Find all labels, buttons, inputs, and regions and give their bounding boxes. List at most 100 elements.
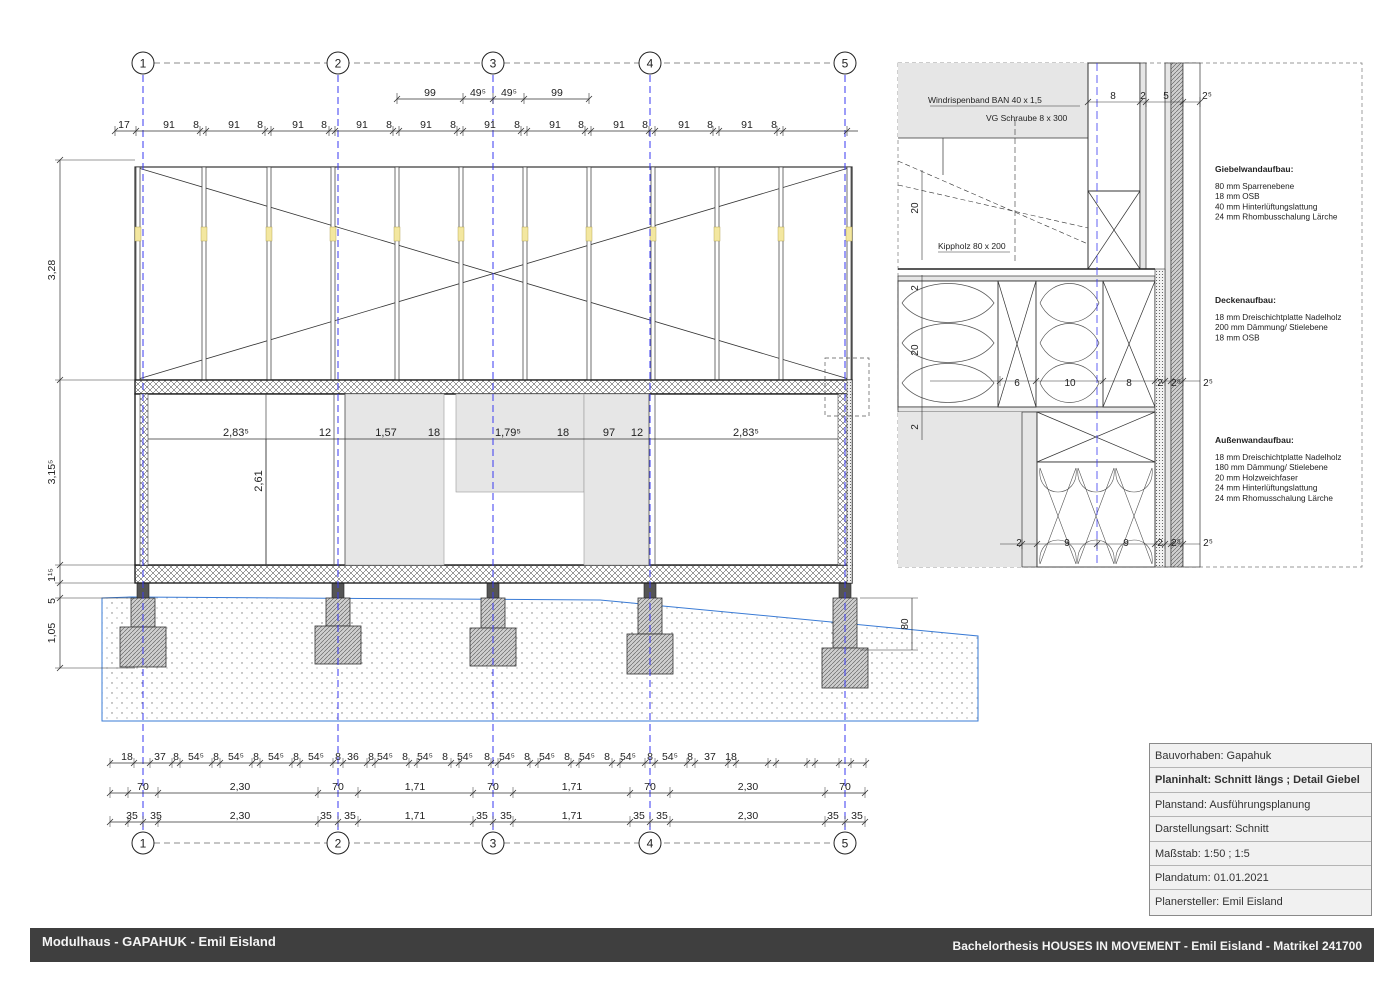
- insulation-loop: [1039, 363, 1100, 403]
- pier-column: [325, 597, 351, 627]
- axis-label: 3: [490, 837, 497, 851]
- rafter: [394, 166, 400, 381]
- bottom-dim-label: 54⁵: [620, 751, 636, 763]
- rafter: [714, 166, 720, 381]
- module-room: [134, 379, 853, 584]
- top-dim-label: 91: [741, 119, 753, 131]
- bottom-dim-label: 2,30: [230, 810, 251, 822]
- top-dim-label: 91: [420, 119, 432, 131]
- bottom-dim-label: 54⁵: [268, 751, 284, 763]
- bottom-dim-label: 1,71: [405, 810, 426, 822]
- legend-line: 40 mm Hinterlüftungslattung: [1215, 202, 1318, 211]
- bottom-dim-label: 37: [704, 751, 716, 763]
- rafter: [586, 166, 592, 381]
- foundation-footings: [119, 582, 869, 689]
- legend-line: 24 mm Hinterlüftungslattung: [1215, 484, 1318, 493]
- top-dim-label: 91: [678, 119, 690, 131]
- bottom-dim-label: 35: [320, 810, 332, 822]
- top-dim-label: 8: [257, 119, 263, 131]
- top-dim-label: 8: [450, 119, 456, 131]
- top-dim-label: 49⁵: [470, 87, 486, 99]
- bottom-dim-label: 70: [332, 781, 344, 793]
- rafter: [458, 166, 464, 381]
- bottom-dim-label: 35: [150, 810, 162, 822]
- bottom-dim-label: 8: [293, 751, 299, 763]
- tb-planersteller: Planersteller: Emil Eisland: [1150, 890, 1371, 915]
- legend-title: Giebelwandaufbau:: [1215, 164, 1294, 174]
- detail-dim-label: 9: [1123, 538, 1129, 549]
- purlin-block: [393, 226, 401, 242]
- interior-height-dim: 2,61: [253, 470, 265, 491]
- bottom-dim-label: 70: [839, 781, 851, 793]
- interior-dim: 2,83⁵: [223, 427, 249, 439]
- top-dim-label: 8: [386, 119, 392, 131]
- axis-label: 4: [647, 837, 654, 851]
- tb-darstellungsart: Darstellungsart: Schnitt: [1150, 817, 1371, 842]
- rafter: [778, 166, 784, 381]
- top-dim-label: 8: [642, 119, 648, 131]
- bottom-dim-label: 35: [633, 810, 645, 822]
- insulation-loop: [901, 323, 995, 363]
- top-dim-label: 91: [356, 119, 368, 131]
- detail-dim-label: 2: [1140, 91, 1146, 102]
- rafters: [134, 166, 853, 381]
- footer-bar: Modulhaus - GAPAHUK - Emil Eisland Bache…: [30, 928, 1374, 962]
- footer-thesis-info: Bachelorthesis HOUSES IN MOVEMENT - Emil…: [952, 939, 1362, 953]
- axis-bubble: [131, 831, 155, 855]
- detail-dim-label: 9: [1064, 538, 1070, 549]
- tb-bauvorhaben: Bauvorhaben: Gapahuk: [1150, 744, 1371, 769]
- axis-bubble: [638, 51, 662, 75]
- bottom-dim-label: 8: [647, 751, 653, 763]
- axis-label: 2: [335, 837, 342, 851]
- axis-bubble: [131, 51, 155, 75]
- footing: [314, 625, 362, 665]
- axis-bubble: [326, 831, 350, 855]
- top-dim-label: 91: [484, 119, 496, 131]
- tb-plandatum: Plandatum: 01.01.2021: [1150, 865, 1371, 891]
- detail-dim-label: 2: [1157, 538, 1163, 549]
- top-dim-label: 91: [613, 119, 625, 131]
- insulation-loop: [901, 363, 995, 403]
- interior-dim: 18: [428, 427, 440, 439]
- bottom-dim-label: 37: [154, 751, 166, 763]
- pier-column: [130, 597, 156, 628]
- top-dim-label: 8: [771, 119, 777, 131]
- top-dim-label: 8: [514, 119, 520, 131]
- axis-bubble: [326, 51, 350, 75]
- interior-dim: 2,83⁵: [733, 427, 759, 439]
- purlin-block: [845, 226, 853, 242]
- axis-bubble: [481, 51, 505, 75]
- detail-dim-label: 2⁵: [1203, 538, 1213, 549]
- bottom-dim-label: 54⁵: [539, 751, 555, 763]
- legend-title: Außenwandaufbau:: [1215, 435, 1294, 445]
- bottom-dim-label: 35: [476, 810, 488, 822]
- bottom-dim-label: 8: [564, 751, 570, 763]
- detail-dim-label: 20: [910, 344, 921, 356]
- bottom-dim-label: 54⁵: [662, 751, 678, 763]
- windrispenband-label: Windrispenband BAN 40 x 1,5: [928, 95, 1042, 105]
- axis-label: 4: [647, 57, 654, 71]
- foundation-depth-dim: 80: [860, 597, 918, 651]
- insulation-loop: [1115, 467, 1153, 565]
- legend-line: 80 mm Sparrenebene: [1215, 182, 1295, 191]
- top-dim-label: 91: [228, 119, 240, 131]
- bottom-dim-label: 8: [484, 751, 490, 763]
- top-dim-label: 91: [163, 119, 175, 131]
- legend-title: Deckenaufbau:: [1215, 295, 1276, 305]
- bottom-dim-label: 8: [402, 751, 408, 763]
- bottom-dim-label: 2,30: [230, 781, 251, 793]
- legend-line: 18 mm OSB: [1215, 333, 1260, 342]
- axis-label: 1: [140, 837, 147, 851]
- bottom-dim-label: 8: [213, 751, 219, 763]
- bottom-dim-label: 2,30: [738, 810, 759, 822]
- insulation-loop: [1077, 467, 1115, 565]
- legend-line: 200 mm Dämmung/ Stielebene: [1215, 323, 1328, 332]
- interior-dim: 18: [557, 427, 569, 439]
- bottom-dim-label: 35: [126, 810, 138, 822]
- detail-dim-label: 2: [1016, 538, 1022, 549]
- purlin-block: [457, 226, 465, 242]
- purlin-block: [200, 226, 208, 242]
- left-dim-label: 5: [46, 598, 58, 604]
